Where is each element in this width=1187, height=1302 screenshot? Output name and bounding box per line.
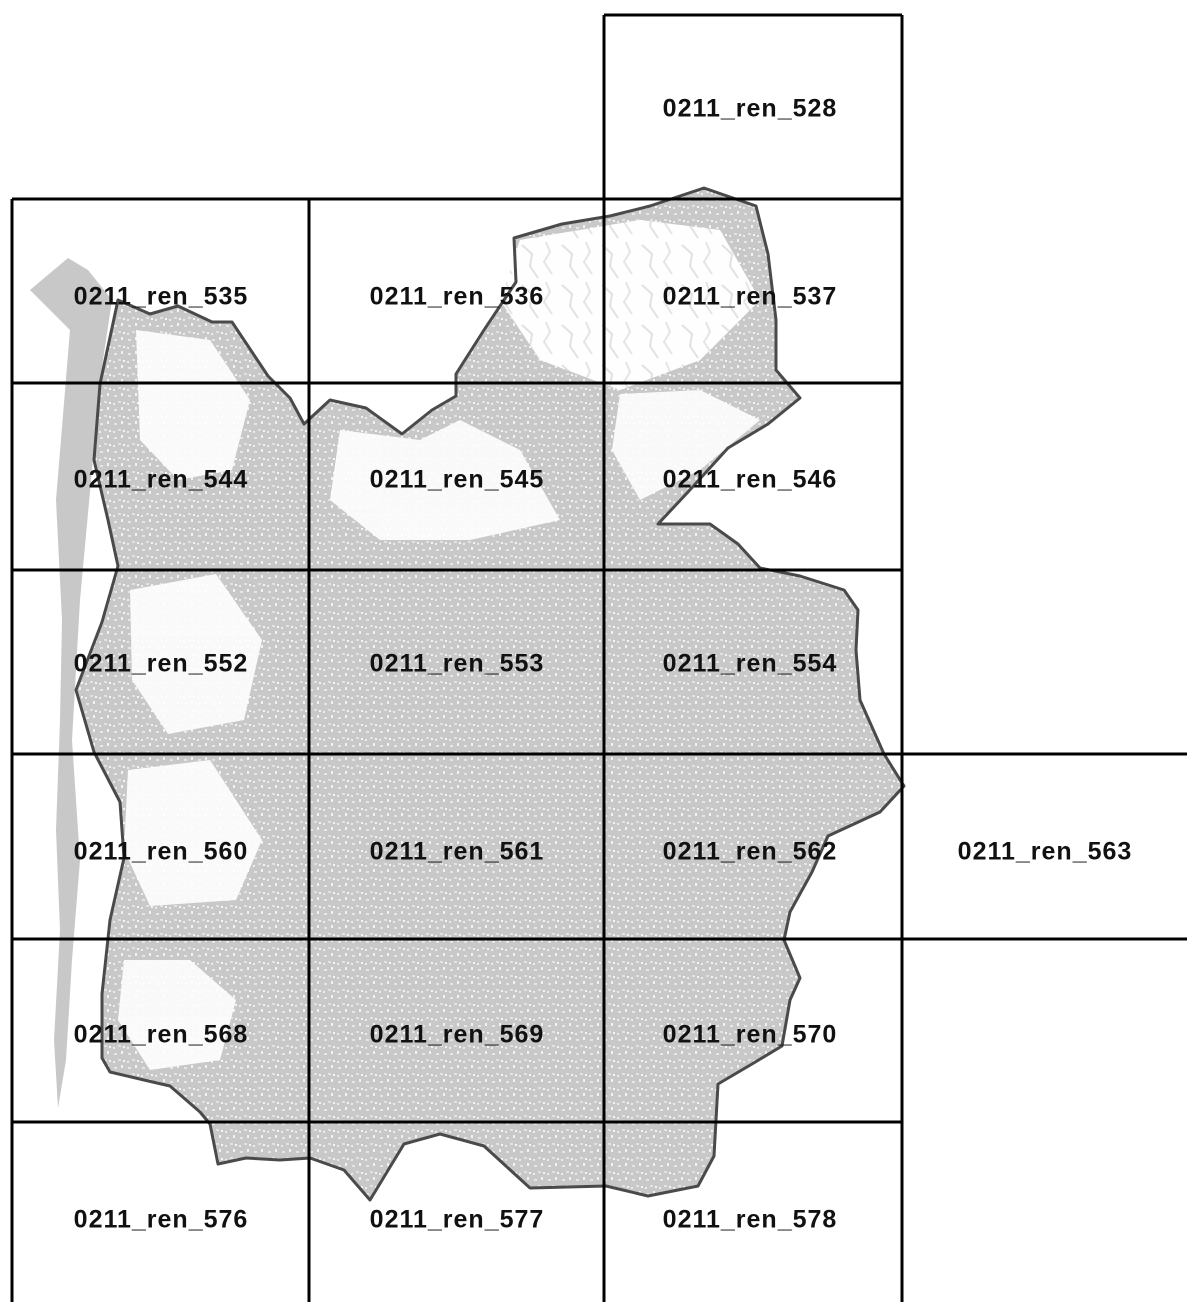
stream-network-north bbox=[500, 220, 760, 390]
watershed-boundary bbox=[74, 186, 906, 1202]
tile-grid bbox=[10, 13, 1187, 1302]
coastal-strip bbox=[30, 258, 112, 1108]
